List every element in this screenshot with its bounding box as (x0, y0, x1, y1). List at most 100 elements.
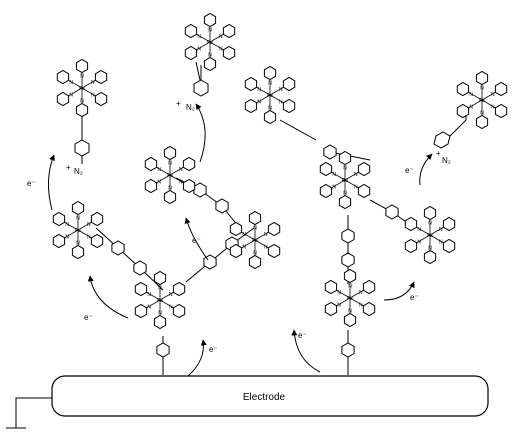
coordination-bond (64, 221, 79, 231)
coordination-bond (344, 171, 359, 181)
chain-bond (185, 227, 255, 283)
pyridine-ring (90, 211, 104, 227)
metal-center-label: Fe (267, 93, 273, 99)
coordination-bond (349, 289, 364, 299)
coordination-bond (81, 87, 96, 97)
pyridine-ring (71, 200, 85, 216)
nitrogen-label: N (264, 232, 268, 238)
nitrogen-label: N (147, 304, 151, 310)
electron-labels: e⁻ e⁻ e⁻ e⁻ e⁻ e⁻ e⁻ (27, 166, 419, 354)
diazonium-charge: + (436, 149, 441, 158)
linker-ring (323, 144, 337, 160)
coordination-bond (77, 229, 92, 239)
nitrogen-label: N (337, 290, 341, 296)
electron-label: e⁻ (405, 166, 414, 175)
nitrogen-label: N (268, 81, 272, 87)
pyridine-ring (319, 161, 333, 177)
coordination-bond (209, 41, 224, 51)
nitrogen-label: N (168, 161, 172, 167)
electron-label: e⁻ (192, 236, 201, 245)
arrow-right-branch-top (419, 153, 433, 186)
nitrogen-label: N (491, 92, 495, 98)
coordination-bond (269, 94, 284, 104)
nitrogen-label: N (242, 244, 246, 250)
pyridine-ring (494, 81, 508, 97)
nitrogen-label: N (80, 99, 84, 105)
pyridine-ring (163, 189, 177, 205)
pyridine-ring (338, 194, 352, 210)
coordination-bond (156, 166, 171, 176)
nitrogen-label: N (219, 46, 223, 52)
pyridine-ring (456, 81, 470, 97)
nitrogen-label: N (168, 186, 172, 192)
pyridine-ring (357, 183, 371, 199)
pyridine-ring (475, 114, 489, 130)
pyridine-ring (324, 279, 338, 295)
coordination-bond (468, 99, 483, 109)
diazonium-charge: + (66, 163, 71, 172)
coordination-bond (241, 239, 256, 249)
pyridine-ring (134, 281, 148, 297)
coordination-bond (256, 86, 271, 96)
coordination-bond (77, 221, 92, 231)
nitrogen-label: N (87, 222, 91, 228)
linker-ring (341, 228, 355, 244)
pyridine-ring (282, 98, 296, 114)
nitrogen-label: N (157, 179, 161, 185)
nitrogen-label: N (76, 216, 80, 222)
pyridine-ring (319, 183, 333, 199)
nitrogen-label: N (179, 167, 183, 173)
pyridine-ring (475, 70, 489, 86)
coordination-bond (481, 91, 496, 101)
coordination-bond (468, 91, 483, 101)
diazonium-group: N₂ (74, 167, 83, 176)
nitrogen-label: N (197, 46, 201, 52)
coordination-bond (254, 239, 269, 249)
coordination-bond (196, 41, 211, 51)
nitrogen-label: N (87, 234, 91, 240)
coordination-bond (156, 174, 171, 184)
arrow-left-upper-to-mid (184, 217, 209, 261)
nitrogen-label: N (480, 86, 484, 92)
pyridine-ring (423, 205, 437, 221)
pyridine-ring (182, 178, 196, 194)
metal-center-label: Fe (479, 98, 485, 104)
coordination-bond (68, 79, 83, 89)
nitrogen-label: N (417, 227, 421, 233)
electron-label: e⁻ (27, 179, 36, 188)
nitrogen-label: N (208, 28, 212, 34)
pyridine-ring (263, 65, 277, 81)
coordination-bond (331, 171, 346, 181)
nitrogen-label: N (197, 34, 201, 40)
diazonium-left: + N₂ (66, 120, 90, 176)
electron-label: e⁻ (298, 331, 307, 340)
linker-ring (193, 182, 207, 198)
linker-ring (341, 252, 355, 268)
electron-arrows (48, 103, 433, 377)
coordination-bond (429, 234, 444, 244)
nitrogen-label: N (69, 80, 73, 86)
nitrogen-label: N (65, 234, 69, 240)
pyridine-ring (182, 156, 196, 172)
pyridine-ring (324, 301, 338, 317)
nitrogen-label: N (332, 184, 336, 190)
metal-complexes: NNNNNNFeNNNNNNFeNNNNNNFeNNNNNNFeNNNNNNFe… (52, 12, 508, 330)
nitrogen-label: N (279, 87, 283, 93)
diazonium-right: + N₂ (433, 119, 467, 165)
coordination-bond (169, 174, 184, 184)
nitrogen-label: N (169, 304, 173, 310)
coordination-bond (68, 87, 83, 97)
nitrogen-label: N (179, 179, 183, 185)
nitrogen-label: N (242, 232, 246, 238)
pyridine-ring (267, 221, 281, 237)
coordination-bond (481, 99, 496, 109)
coordination-bond (416, 234, 431, 244)
anchor-stems (162, 364, 349, 375)
arrow-right-to-branch (383, 281, 415, 301)
pyridine-ring (75, 58, 89, 74)
nitrogen-label: N (76, 241, 80, 247)
